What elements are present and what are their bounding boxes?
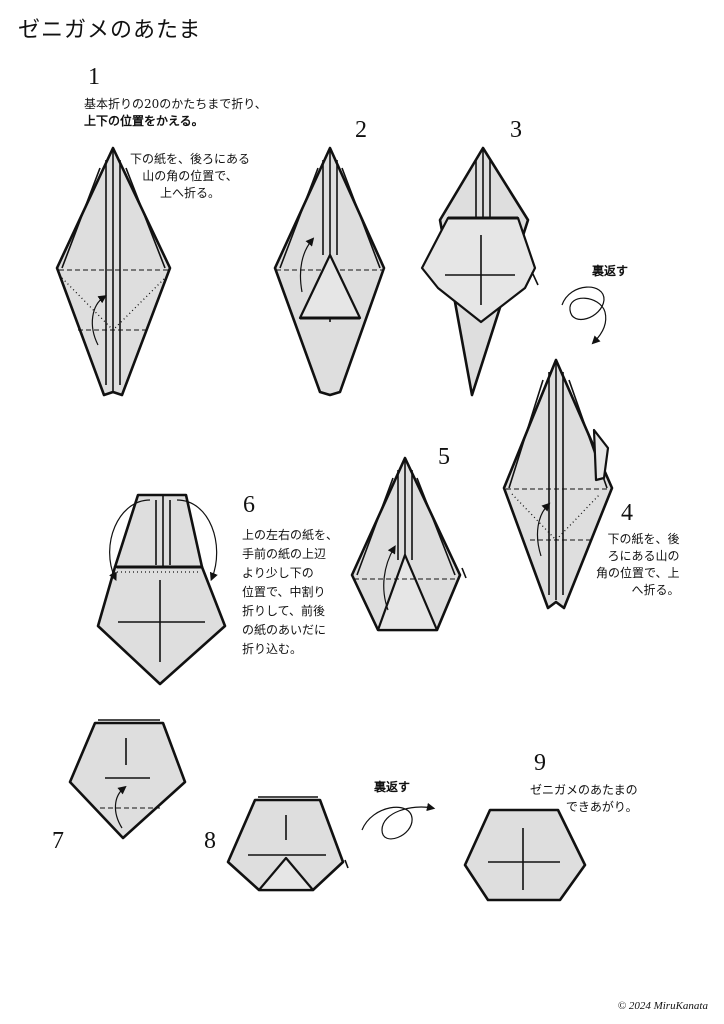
step-4-number: 4 [621,500,633,526]
step-5-number: 5 [438,444,450,470]
step-7-number: 7 [52,828,64,854]
step-6-number: 6 [243,492,255,518]
step-9-note: ゼニガメのあたまの できあがり。 [530,783,638,814]
step-7-figure [68,719,187,840]
step-1-text-line2: 上下の位置をかえる。 [84,114,204,128]
flip-arrow-2-icon [361,802,436,840]
step-1-number: 1 [88,64,100,90]
flip-label-1: 裏返す [592,264,629,278]
step-1-text-line1: 基本折りの20のかたちまで折り、 [84,97,267,111]
flip-label-2: 裏返す [374,780,411,794]
step-1-text: 基本折りの20のかたちまで折り、 上下の位置をかえる。 [84,96,267,130]
step-3-figure [420,146,539,397]
step-3-number: 3 [510,117,522,143]
step-6-figure [96,493,227,686]
step-8-figure [226,796,349,892]
step-5-figure [350,456,467,632]
flip-arrow-1-icon [561,286,607,345]
step-4-note: 下の紙を、後 ろにある山の 角の位置で、上 へ折る。 [596,532,680,597]
step-6-note: 上の左右の紙を、 手前の紙の上辺 より少し下の 位置で、中割り 折りして、前後 … [242,528,339,656]
copyright: © 2024 MiruKanata [617,1000,708,1012]
step-8-number: 8 [204,828,216,854]
step-2-number: 2 [355,117,367,143]
step-2-figure [273,146,386,397]
step-9-figure [463,808,587,902]
page-title: ゼニガメのあたま [18,18,202,43]
step-9-number: 9 [534,750,546,776]
step-1-figure [55,146,172,397]
step-4-figure [502,358,614,610]
step-1-note: 下の紙を、後ろにある 山の角の位置で、 上へ折る。 [130,152,251,200]
